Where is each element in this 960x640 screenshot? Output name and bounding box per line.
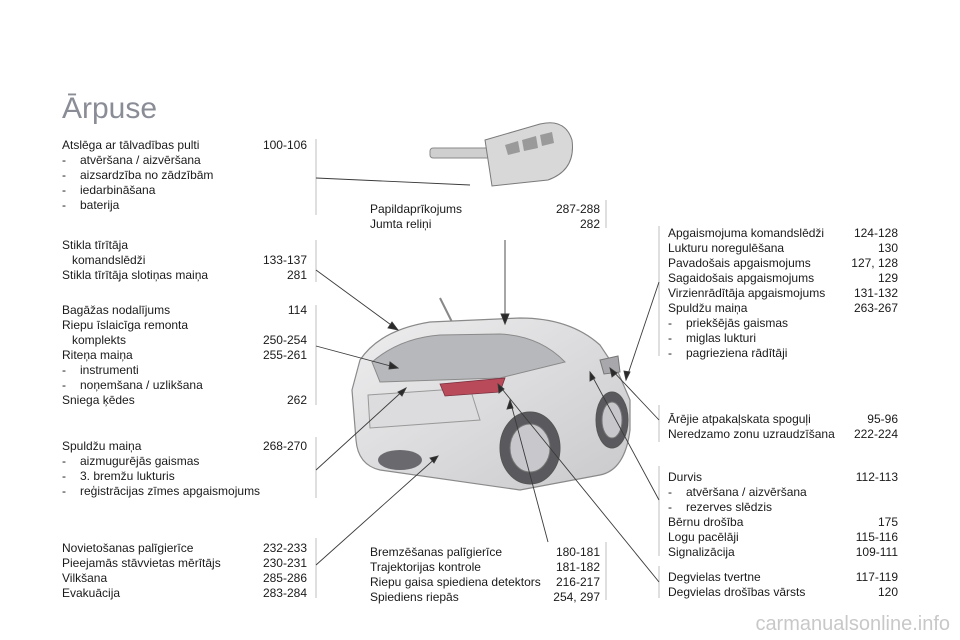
accessories-pages: 282 (579, 217, 600, 231)
boot-r3-pages: 250-254 (262, 333, 307, 347)
brakes-label: Riepu gaisa spiediena detektors (370, 575, 541, 589)
boot-item: instrumenti (80, 363, 139, 377)
callout-lines (315, 177, 660, 583)
boot-r2: Riepu īslaicīga remonta (62, 318, 189, 332)
lighting-section: Apgaismojuma komandslēdži 124-128 Lukturu… (668, 226, 898, 360)
rear-lamps-title: Spuldžu maiņa (62, 439, 142, 453)
brakes-pages: 216-217 (555, 575, 600, 589)
lighting-item: pagrieziena rādītāji (686, 346, 788, 360)
fuel-section: Degvielas tvertne 117-119 Degvielas drošī… (668, 570, 898, 600)
boot-r1: Bagāžas nodalījums (62, 303, 171, 317)
brakes-pages: 254, 297 (553, 590, 600, 604)
boot-r4: Riteņa maiņa (62, 348, 133, 362)
key-item: aizsardzība no zādzībām (80, 168, 214, 182)
rear-lamps-item: aizmugurējās gaismas (80, 454, 200, 468)
fuel-label: Degvielas drošības vārsts (668, 585, 806, 599)
doors-label: Logu pacēlāji (668, 530, 739, 544)
boot-r1-pages: 114 (287, 303, 307, 317)
towing-pages: 232-233 (262, 541, 307, 555)
wiper-section: Stikla tīrītāja komandslēdži 133-137 Stik… (62, 238, 307, 283)
lighting-label: Lukturu noregulēšana (668, 241, 785, 255)
doors-pages: 109-111 (855, 545, 898, 559)
key-item: iedarbināšana (80, 183, 156, 197)
wiper-line3-pages: 281 (286, 268, 307, 282)
brakes-pages: 180-181 (555, 545, 600, 559)
brakes-label: Bremzēšanas palīgierīce (370, 545, 503, 559)
brakes-pages: 181-182 (555, 560, 600, 574)
lighting-pages: 131-132 (853, 286, 898, 300)
lighting-label: Apgaismojuma komandslēdži (668, 226, 825, 240)
boot-item: noņemšana / uzlikšana (80, 378, 203, 392)
rear-lamps-item: reģistrācijas zīmes apgaismojums (80, 484, 261, 498)
lighting-item: miglas lukturi (686, 331, 757, 345)
brakes-label: Spiediens riepās (370, 590, 459, 604)
lighting-pages: 127, 128 (851, 256, 898, 270)
rear-lamps-pages: 268-270 (262, 439, 307, 453)
doors-pages: 115-116 (855, 530, 898, 544)
wiper-line3: Stikla tīrītāja slotiņas maiņa (62, 268, 209, 282)
doors-item: rezerves slēdzis (686, 500, 773, 514)
lighting-label: Virzienrādītāja apgaismojums (668, 286, 826, 300)
car-image (351, 297, 631, 491)
towing-label: Evakuācija (62, 586, 121, 600)
boot-r3: komplekts (72, 333, 127, 347)
towing-label: Vilkšana (62, 571, 108, 585)
towing-pages: 285-286 (262, 571, 307, 585)
separator-bars (315, 139, 660, 600)
lighting-pages: 130 (877, 241, 898, 255)
lighting-pages: 129 (877, 271, 898, 285)
boot-r5-pages: 262 (286, 393, 307, 407)
wiper-line1: Stikla tīrītāja (62, 238, 129, 252)
key-title: Atslēga ar tālvadības pulti (62, 138, 200, 152)
doors-label: Bērnu drošība (668, 515, 744, 529)
key-item: baterija (80, 198, 120, 212)
towing-label: Novietošanas palīgierīce (62, 541, 194, 555)
accessories-section: Papildaprīkojums 287-288 Jumta reliņi 282 (370, 202, 600, 232)
page-title: Ārpuse (62, 92, 158, 125)
key-fob-image (429, 122, 573, 187)
mirrors-label: Ārējie atpakaļskata spoguļi (668, 412, 811, 426)
boot-r4-pages: 255-261 (262, 348, 307, 362)
brakes-section: Bremzēšanas palīgierīce 180-181 Trajektor… (370, 545, 600, 605)
doors-pages: 175 (877, 515, 898, 529)
watermark: carmanualsonline.info (755, 613, 950, 635)
mirrors-pages: 95-96 (867, 412, 898, 426)
towing-pages: 230-231 (262, 556, 307, 570)
fuel-label: Degvielas tvertne (668, 570, 761, 584)
towing-section: Novietošanas palīgierīce 232-233 Pieejamā… (62, 541, 307, 601)
key-pages: 100-106 (262, 138, 307, 152)
towing-pages: 283-284 (262, 586, 307, 600)
lighting-item: priekšējās gaismas (686, 316, 789, 330)
key-item: atvēršana / aizvēršana (80, 153, 201, 167)
mirrors-pages: 222-224 (853, 427, 898, 441)
lighting-label: Sagaidošais apgaismojums (668, 271, 815, 285)
fuel-pages: 120 (877, 585, 898, 599)
fuel-pages: 117-119 (855, 570, 898, 584)
lighting-label: Pavadošais apgaismojums (668, 256, 811, 270)
accessories-pages: 287-288 (555, 202, 600, 216)
towing-label: Pieejamās stāvvietas mērītājs (62, 556, 221, 570)
mirrors-section: Ārējie atpakaļskata spoguļi 95-96 Neredza… (668, 412, 898, 442)
accessories-label: Papildaprīkojums (370, 202, 463, 216)
wiper-line2: komandslēdži (72, 253, 146, 267)
lighting-pages: 263-267 (853, 301, 898, 315)
boot-r5: Sniega ķēdes (62, 393, 135, 407)
accessories-label: Jumta reliņi (370, 217, 432, 231)
mirrors-label: Neredzamo zonu uzraudzīšana (668, 427, 835, 441)
doors-r1: Durvis (668, 470, 703, 484)
doors-r1-pages: 112-113 (855, 470, 898, 484)
brakes-label: Trajektorijas kontrole (370, 560, 481, 574)
doors-item: atvēršana / aizvēršana (686, 485, 807, 499)
rear-lamps-item: 3. bremžu lukturis (80, 469, 175, 483)
lighting-label: Spuldžu maiņa (668, 301, 748, 315)
doors-label: Signalizācija (668, 545, 735, 559)
wiper-line2-pages: 133-137 (262, 253, 307, 267)
lighting-pages: 124-128 (853, 226, 898, 240)
boot-section: Bagāžas nodalījums 114 Riepu īslaicīga re… (62, 303, 307, 407)
